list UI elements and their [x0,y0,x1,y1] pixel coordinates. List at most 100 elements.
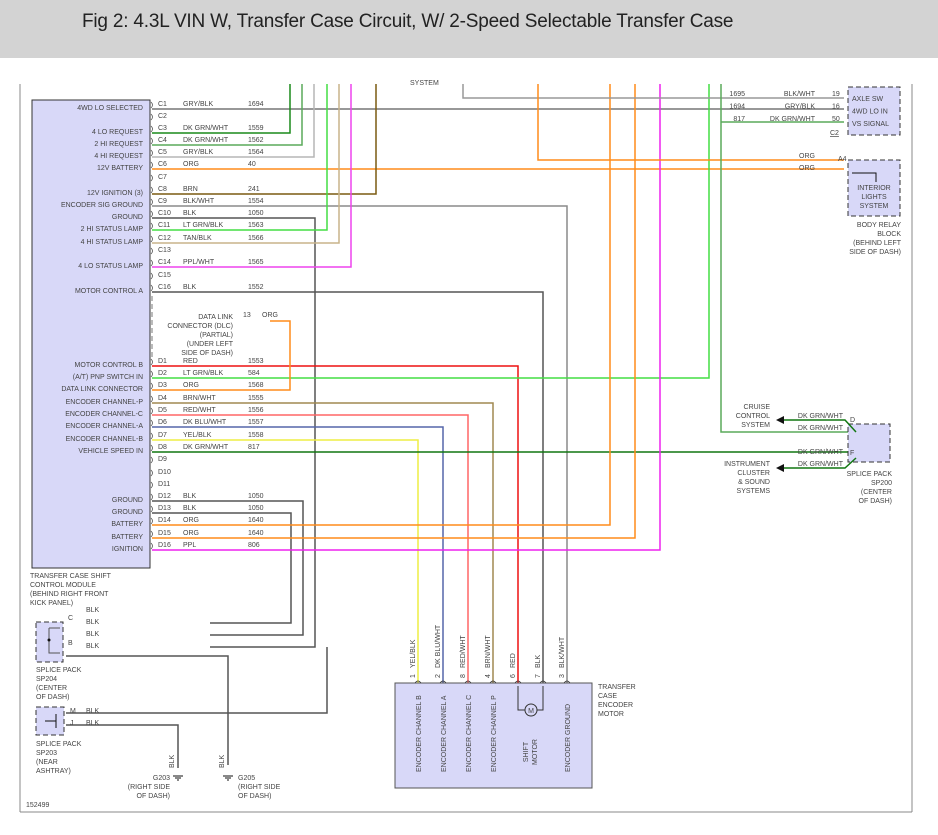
wire-color-c11: LT GRN/BLK [183,222,224,229]
wire-d6 [152,426,444,683]
wire-color-c3: DK GRN/WHT [183,125,229,132]
wire-c8 [152,84,377,195]
pin-function-d16: IGNITION [112,546,143,553]
pin-function-d13: GROUND [112,509,143,516]
ground-location-line: OF DASH) [238,793,271,800]
encoder-pin-number: 1 [410,674,417,678]
pin-label-d6: D6 [158,419,167,426]
wire-sp204-g205 [66,655,229,765]
circuit-d13: 1050 [248,505,264,512]
pin-label-d8: D8 [158,444,167,451]
shift-motor-label: MOTOR [532,739,539,765]
vs-circuit: 817 [733,116,745,123]
connector-terminal-icon [150,284,153,292]
wire-color-d14: ORG [183,517,199,524]
encoder-pin-number: 2 [435,674,442,678]
pin-label-c8: C8 [158,186,167,193]
connector-terminal-icon [150,395,153,403]
sp203-wire-color: BLK [86,720,100,727]
connector-terminal-icon [150,186,153,194]
pin-function-c1: 4WD LO SELECTED [77,105,143,112]
sp200-wire-color: DK GRN/WHT [798,425,844,432]
relay-arrow-icon [852,172,877,182]
wire-d3 [152,320,291,391]
wire-d13 [152,512,292,624]
circuit-d2: 584 [248,370,260,377]
ground-symbol-icon [173,775,183,781]
pin-label-c10: C10 [158,210,171,217]
dlc-wire-color: ORG [262,312,278,319]
sp204-caption-line: (CENTER [36,685,67,692]
circuit-d5: 1556 [248,407,264,414]
relay-box-line: LIGHTS [861,194,887,201]
circuit-d7: 1558 [248,432,264,439]
sp203-caption-line: ASHTRAY) [36,768,71,775]
encoder-motor-caption-line: CASE [598,693,617,700]
encoder-wire-color: DK BLU/WHT [435,624,442,668]
wire-color-c1: GRY/BLK [183,101,214,108]
wire-color-d8: DK GRN/WHT [183,444,229,451]
wire-vs-signal [720,84,850,433]
encoder-channel-label: ENCODER CHANNEL C [466,695,473,772]
sp204-caption-line: SPLICE PACK [36,667,82,674]
connector-terminal-icon [439,680,447,684]
sp204-pin-b: B [68,640,73,647]
pin-function-d8: VEHICLE SPEED IN [78,448,143,455]
wire-axle-sw [462,84,844,99]
wire-color-d4: BRN/WHT [183,395,216,402]
encoder-pin-number: 6 [510,674,517,678]
dlc-caption-line: SIDE OF DASH) [181,350,233,357]
dlc-pin: 13 [243,312,251,319]
motor-leads [517,686,544,711]
pin-function-d7: ENCODER CHANNEL-B [66,436,144,443]
circuit-d15: 1640 [248,530,264,537]
pin-function-c10: GROUND [112,214,143,221]
vs-wire-color: BLK/WHT [784,91,816,98]
connector-terminal-icon [150,530,153,538]
pin-label-d1: D1 [158,358,167,365]
connector-terminal-icon [150,113,153,121]
pin-label-d13: D13 [158,505,171,512]
pin-function-c11: 2 HI STATUS LAMP [81,226,144,233]
connector-terminal-icon [150,382,153,390]
connector-terminal-icon [150,456,153,464]
circuit-c8: 241 [248,186,260,193]
connector-terminal-icon [150,259,153,267]
ground-name: G203 [153,775,170,782]
wire-d4 [152,402,494,683]
pin-label-c12: C12 [158,235,171,242]
figure-header: Fig 2: 4.3L VIN W, Transfer Case Circuit… [0,0,938,58]
dlc-caption-line: (PARTIAL) [200,332,233,339]
module-caption-line: TRANSFER CASE SHIFT [30,573,112,580]
wire-d15 [152,84,636,539]
sp203-caption-line: SPLICE PACK [36,741,82,748]
connector-terminal-icon [150,370,153,378]
sp200-wire-color: DK GRN/WHT [798,449,844,456]
wire-color-d7: YEL/BLK [183,432,212,439]
circuit-d3: 1568 [248,382,264,389]
circuit-d4: 1555 [248,395,264,402]
ground-wire-color: BLK [169,754,176,768]
connector-terminal-icon [414,680,422,684]
connector-terminal-icon [514,680,522,684]
module-caption-line: KICK PANEL) [30,600,73,607]
connector-terminal-icon [150,432,153,440]
connector-terminal-icon [150,235,153,243]
wire-color-d2: LT GRN/BLK [183,370,224,377]
circuit-d1: 1553 [248,358,264,365]
transfer-case-encoder-motor [394,682,593,789]
sp200-pin-f: F [850,450,854,457]
encoder-channel-label: ENCODER GROUND [565,704,572,772]
vs-wire-color: GRY/BLK [785,104,816,111]
pin-label-c5: C5 [158,149,167,156]
sp200-caption-line: (CENTER [861,489,892,496]
wire-color-c5: GRY/BLK [183,149,214,156]
pin-label-c11: C11 [158,222,170,229]
vs-module-box [847,86,901,136]
encoder-pin-number: 7 [535,674,542,678]
wire-d14 [152,84,611,526]
